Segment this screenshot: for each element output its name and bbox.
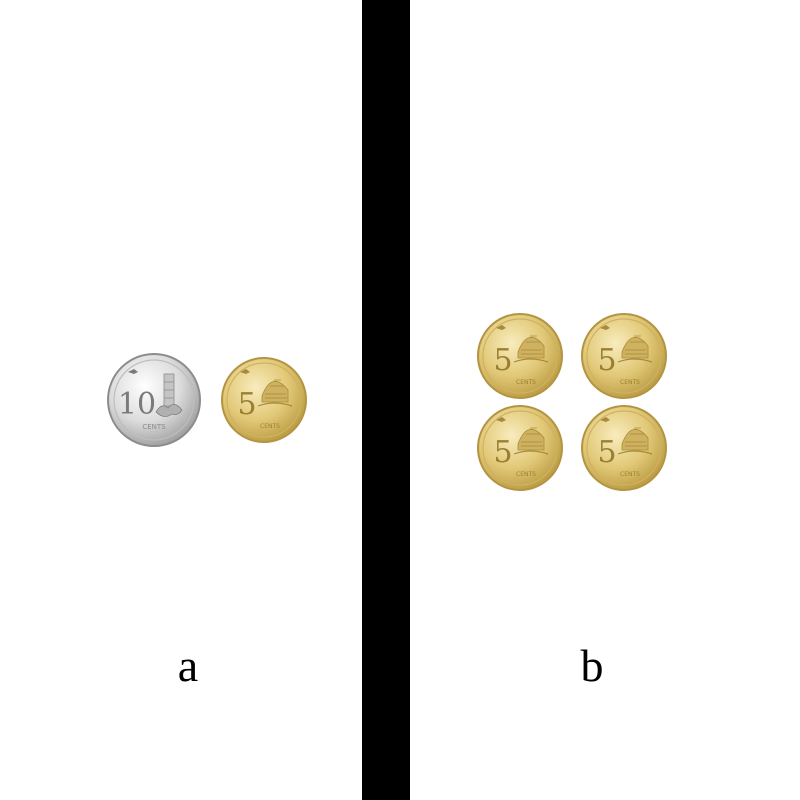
coin-denomination: 5 bbox=[493, 343, 512, 378]
coin-denomination: 5 bbox=[597, 435, 616, 470]
coin-inscription: CENTS bbox=[260, 423, 280, 430]
coin-5-cents: 5 CENTS bbox=[477, 405, 563, 491]
coin-denomination: 5 bbox=[493, 435, 512, 470]
coin-10-cents: 10 CENTS bbox=[107, 353, 201, 447]
coin-inscription: CENTS bbox=[620, 379, 640, 386]
coin-denomination: 5 bbox=[237, 387, 256, 422]
coin-5-cents: 5 CENTS bbox=[581, 405, 667, 491]
coin-denomination: 10 bbox=[118, 387, 156, 422]
coin-inscription: CENTS bbox=[516, 379, 536, 386]
coin-inscription: CENTS bbox=[620, 471, 640, 478]
coin-inscription: CENTS bbox=[516, 471, 536, 478]
coin-5-cents: 5 CENTS bbox=[581, 313, 667, 399]
coin-5-cents: 5 CENTS bbox=[221, 357, 307, 443]
panel-label-b: b bbox=[580, 640, 604, 691]
panel-a: 10 CENTS 5 CENTS a bbox=[0, 0, 362, 800]
coin-5-cents: 5 CENTS bbox=[477, 313, 563, 399]
panel-label-a: a bbox=[177, 640, 199, 691]
divider-bar bbox=[362, 0, 410, 800]
panel-b: 5 CENTS 5 CENTS 5 CENTS 5 CENTS b bbox=[410, 0, 800, 800]
coin-denomination: 5 bbox=[597, 343, 616, 378]
coin-inscription: CENTS bbox=[142, 423, 166, 431]
